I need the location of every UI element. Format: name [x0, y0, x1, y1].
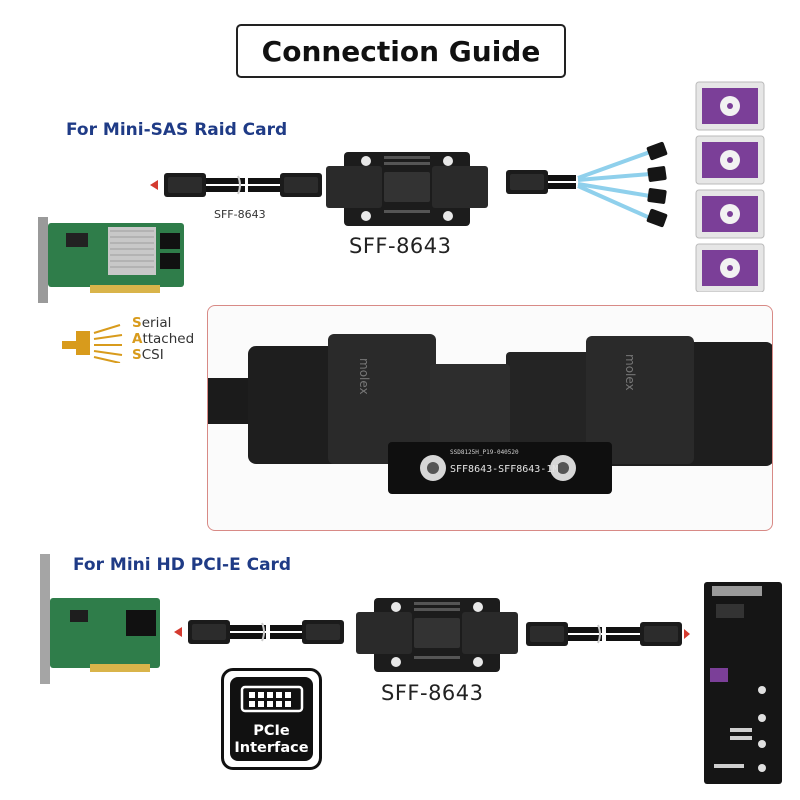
- arrow-right-icon: [684, 629, 690, 639]
- pcie-badge-line1: PCIe: [253, 723, 290, 739]
- sas-initial: S: [132, 347, 142, 363]
- sas-initial: S: [132, 315, 142, 331]
- raid-card-image: [38, 217, 184, 303]
- section-label-mini-hd: For Mini HD PCI-E Card: [73, 555, 292, 575]
- u2-adapter-board: [704, 582, 782, 784]
- arrow-left-icon: [150, 180, 158, 190]
- pcie-connector-icon: [240, 685, 304, 713]
- sas-logo-icon: [62, 324, 123, 363]
- page-title: Connection Guide: [236, 24, 566, 78]
- pcie-interface-badge: PCIe Interface: [221, 668, 322, 770]
- bottom-left-cable: [174, 620, 344, 644]
- connector-photo-illustration: SSD8125H_P19-040520 SFF8643-SFF8643-1M m…: [208, 334, 772, 494]
- cable-label: SFF-8643: [214, 208, 266, 221]
- sas-initial: A: [132, 331, 143, 347]
- arrow-left-icon: [174, 627, 182, 637]
- pcb-text: SFF8643-SFF8643-1M: [450, 464, 558, 475]
- top-left-cable: [150, 173, 322, 197]
- top-right-cable: [506, 141, 668, 228]
- connector-label-top: SFF-8643: [349, 234, 452, 258]
- brand-left: molex: [357, 358, 371, 395]
- hard-drive-stack: [695, 81, 765, 292]
- brand-right: molex: [623, 354, 637, 391]
- top-adapter: [326, 152, 488, 226]
- section-label-mini-sas: For Mini-SAS Raid Card: [66, 120, 288, 140]
- connector-label-bottom: SFF-8643: [381, 681, 484, 705]
- connector-photo: SSD8125H_P19-040520 SFF8643-SFF8643-1M m…: [207, 305, 773, 531]
- pcb-small-text: SSD8125H_P19-040520: [450, 449, 519, 456]
- bottom-right-cable: [526, 622, 690, 646]
- bottom-adapter: [356, 598, 518, 672]
- pcie-badge-line2: Interface: [234, 740, 309, 756]
- sas-logo: Serial Attached SCSI: [60, 313, 200, 369]
- pcie-card-image: [40, 554, 160, 684]
